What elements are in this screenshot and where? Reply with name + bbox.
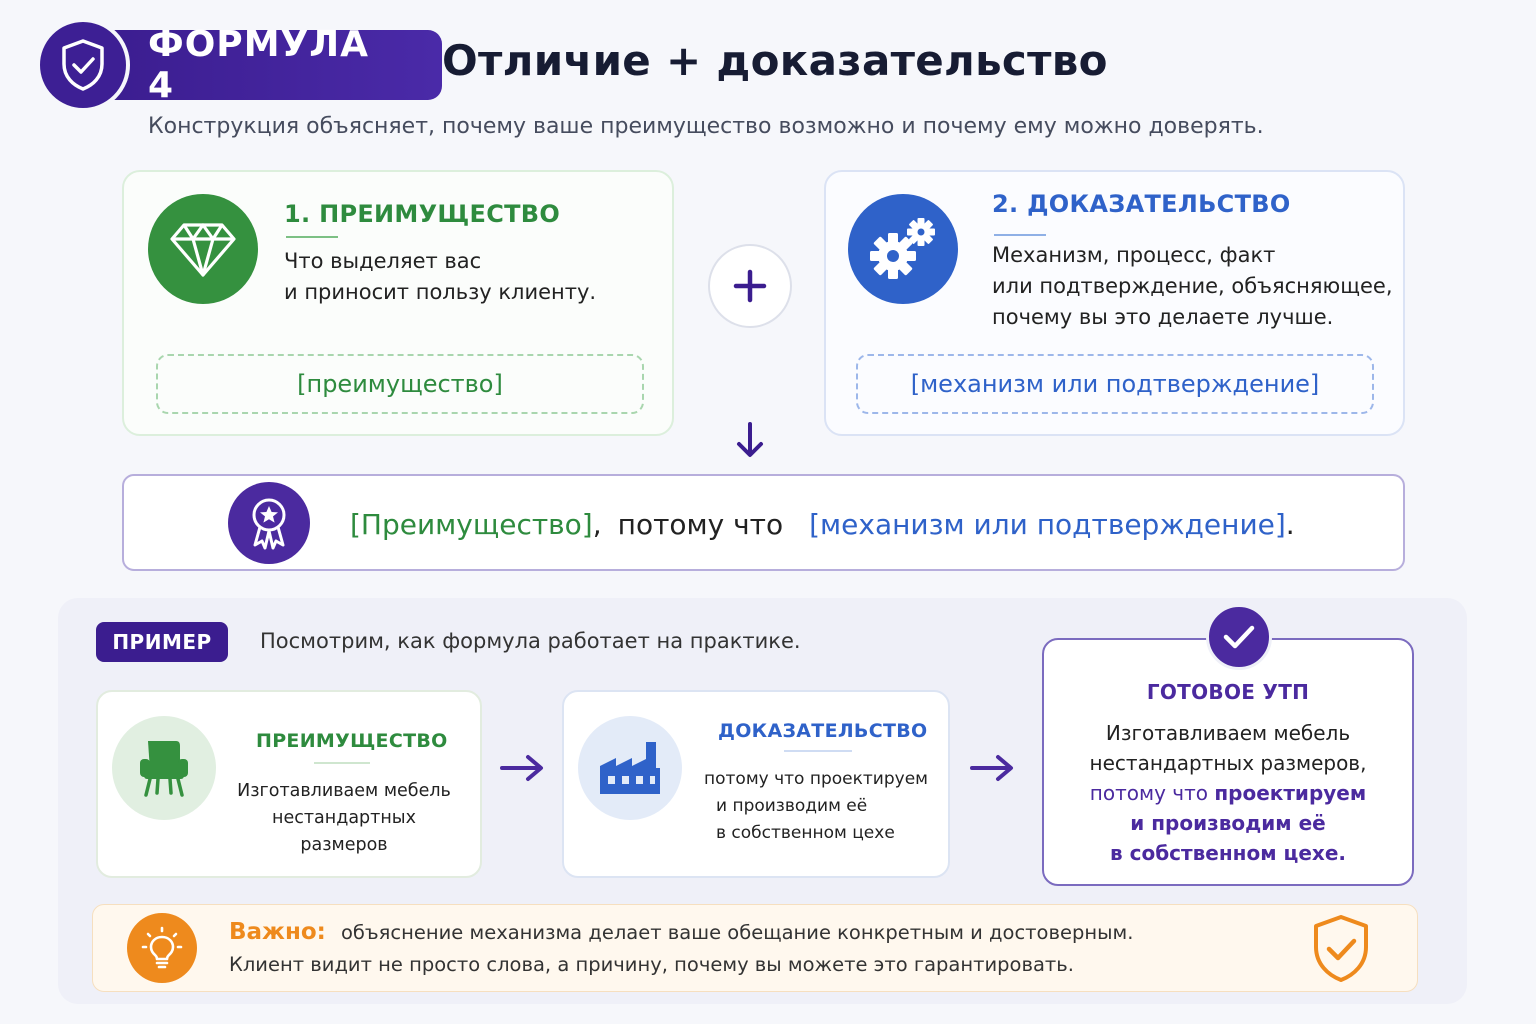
formula-comma: , (592, 508, 602, 541)
example-tag: ПРИМЕР (96, 622, 228, 662)
advantage-card: 1. ПРЕИМУЩЕСТВО Что выделяет вас и прино… (122, 170, 674, 436)
arrow-right-icon (970, 755, 1013, 781)
proof-desc-line: или подтверждение, объясняющее, (992, 274, 1393, 298)
important-icon-circle (127, 913, 197, 983)
advantage-desc-line: и приносит пользу клиенту. (284, 280, 597, 304)
example-advantage-line: Изготавливаем мебель (237, 781, 451, 801)
example-proof-title: ДОКАЗАТЕЛЬСТВО (718, 720, 928, 742)
ready-check-circle (1206, 604, 1272, 670)
proof-title-rule (994, 234, 1046, 236)
page-title: Отличие + доказательство (442, 36, 1108, 85)
example-intro: Посмотрим, как формула работает на практ… (260, 629, 801, 653)
advantage-title-rule (286, 236, 338, 238)
page-subtitle: Конструкция объясняет, почему ваше преим… (148, 114, 1264, 139)
example-proof-line: и производим её (716, 796, 868, 816)
proof-slot: [механизм или подтверждение] (856, 354, 1374, 414)
proof-desc-line: почему вы это делаете лучше. (992, 305, 1334, 329)
example-advantage-line: нестандартных размеров (272, 808, 416, 855)
proof-card: 2. ДОКАЗАТЕЛЬСТВО Механизм, процесс, фак… (824, 170, 1405, 436)
important-label: Важно: (229, 919, 326, 945)
ready-usp-description: Изготавливаем мебель нестандартных разме… (1044, 718, 1412, 868)
formula-sentence: [Преимущество] , потому что [механизм ил… (350, 476, 1295, 573)
ready-usp-connector: потому что (1089, 781, 1208, 805)
example-advantage-icon-circle (112, 716, 216, 820)
advantage-title: 1. ПРЕИМУЩЕСТВО (284, 200, 561, 228)
formula-part-advantage: [Преимущество] (350, 508, 593, 541)
example-advantage-description: Изготавливаем мебель нестандартных разме… (232, 778, 456, 859)
proof-description: Механизм, процесс, факт или подтверждени… (992, 240, 1393, 333)
check-icon (1223, 625, 1255, 649)
example-proof-icon-circle (578, 716, 682, 820)
example-proof-line: в собственном цехе (716, 823, 895, 843)
formula-part-proof: [механизм или подтверждение] (809, 508, 1286, 541)
formula-connector: потому что (617, 508, 784, 541)
shield-check-icon (62, 39, 104, 91)
lightbulb-icon (141, 926, 183, 969)
proof-title: 2. ДОКАЗАТЕЛЬСТВО (992, 190, 1291, 218)
ready-usp-line: и производим её (1130, 811, 1326, 835)
proof-desc-line: Механизм, процесс, факт (992, 243, 1276, 267)
arrow-down-icon (737, 422, 763, 457)
plus-icon (733, 269, 767, 303)
award-icon (252, 498, 286, 550)
chair-icon (140, 741, 188, 797)
gears-icon (870, 218, 935, 279)
ready-usp-title: ГОТОВОЕ УТП (1146, 680, 1310, 704)
advantage-desc-line: Что выделяет вас (284, 249, 482, 273)
ready-usp-line: в собственном цехе. (1110, 841, 1346, 865)
advantage-slot: [преимущество] (156, 354, 644, 414)
formula-badge: ФОРМУЛА 4 (36, 18, 442, 112)
formula-icon-circle (228, 482, 310, 564)
formula-bar: [Преимущество] , потому что [механизм ил… (122, 474, 1405, 571)
example-proof-description: потому что проектируем и производим её в… (704, 766, 936, 847)
ready-usp-emphasis: проектируем (1214, 781, 1367, 805)
formula-period: . (1285, 508, 1295, 541)
important-note: Важно: объяснение механизма делает ваше … (92, 904, 1418, 992)
important-text-1: объяснение механизма делает ваше обещани… (340, 921, 1134, 944)
diamond-icon (170, 223, 236, 277)
example-advantage-title: ПРЕИМУЩЕСТВО (256, 730, 448, 752)
example-advantage-card: ПРЕИМУЩЕСТВО Изготавливаем мебель нестан… (96, 690, 482, 878)
example-proof-rule (784, 750, 852, 752)
proof-icon-circle (848, 194, 958, 304)
factory-icon (600, 742, 660, 794)
ready-usp-line: потому что проектируем (1044, 778, 1412, 808)
important-text-2: Клиент видит не просто слова, а причину,… (229, 953, 1074, 976)
example-proof-line: потому что проектируем (704, 769, 928, 789)
example-advantage-rule (314, 762, 370, 764)
ready-usp-line: нестандартных размеров, (1089, 751, 1367, 775)
arrow-right-icon (500, 755, 543, 781)
advantage-icon-circle (148, 194, 258, 304)
badge-pill (96, 30, 442, 100)
plus-operator (708, 244, 792, 328)
shield-check-icon (1314, 915, 1368, 982)
ready-usp-card: ГОТОВОЕ УТП Изготавливаем мебель нестанд… (1042, 638, 1414, 886)
important-line-1: Важно: объяснение механизма делает ваше … (229, 919, 1133, 945)
badge-icon-circle (36, 18, 130, 112)
ready-usp-line: Изготавливаем мебель (1105, 721, 1351, 745)
badge-label: ФОРМУЛА 4 (148, 24, 370, 106)
example-proof-card: ДОКАЗАТЕЛЬСТВО потому что проектируем и … (562, 690, 950, 878)
advantage-description: Что выделяет вас и приносит пользу клиен… (284, 246, 596, 308)
